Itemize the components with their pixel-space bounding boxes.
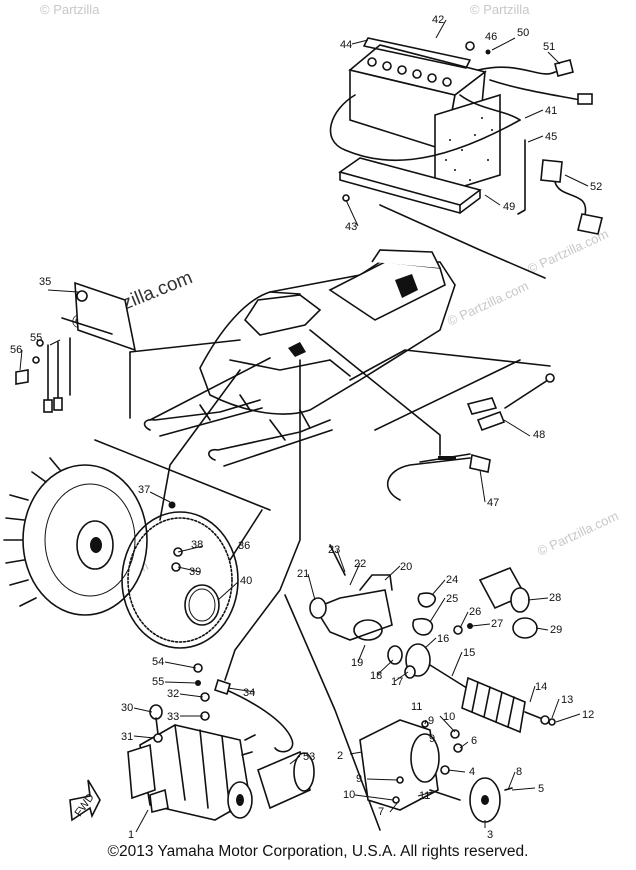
part-label-10-lower: 10 <box>343 789 355 801</box>
part-label-37: 37 <box>138 484 150 496</box>
part-label-29: 29 <box>550 624 562 636</box>
part-label-8: 8 <box>516 766 522 778</box>
part-label-50: 50 <box>517 27 529 39</box>
part-label-56: 56 <box>10 344 22 356</box>
part-label-16: 16 <box>437 633 449 645</box>
part-label-51: 51 <box>543 41 555 53</box>
part-label-9-upper: 9 <box>429 733 435 745</box>
watermark-top-left: © Partzilla <box>40 2 100 17</box>
part-label-35: 35 <box>39 276 51 288</box>
parts-diagram: © Partzilla © Partzilla © Partzilla.com … <box>3 2 621 840</box>
armature <box>461 676 526 734</box>
part-label-25: 25 <box>446 593 458 605</box>
watermark-top-right: © Partzilla <box>470 2 530 17</box>
part-label-40: 40 <box>240 575 252 587</box>
part-label-17: 17 <box>391 676 403 688</box>
battery-cable <box>329 94 521 162</box>
part-label-26: 26 <box>469 606 481 618</box>
copyright-notice: ©2013 Yamaha Motor Corporation, U.S.A. A… <box>107 843 529 860</box>
left-ski <box>143 399 261 431</box>
part-label-52: 52 <box>590 181 602 193</box>
part-label-19: 19 <box>351 657 363 669</box>
part-label-20: 20 <box>400 561 412 573</box>
part-labels: 1 2 3 4 5 6 7 8 9 10 11 12 13 14 15 16 1… <box>10 14 602 840</box>
part-label-39: 39 <box>189 566 201 578</box>
part-label-10: 10 <box>443 711 455 723</box>
part-label-47: 47 <box>487 497 499 509</box>
part-label-32: 32 <box>167 688 179 700</box>
snowmobile <box>143 249 456 467</box>
part-label-4: 4 <box>469 766 475 778</box>
part-label-3: 3 <box>487 829 493 840</box>
part-label-38: 38 <box>191 539 203 551</box>
starter-parts <box>284 544 556 831</box>
flywheel <box>3 439 271 649</box>
part-label-1: 1 <box>128 829 134 840</box>
part-label-14: 14 <box>535 681 547 693</box>
part-label-12: 12 <box>582 709 594 721</box>
part-label-42: 42 <box>432 14 444 26</box>
part-label-30: 30 <box>121 702 133 714</box>
battery-assembly <box>329 37 603 235</box>
part-label-7: 7 <box>378 806 384 818</box>
fwd-arrow <box>69 779 101 822</box>
starter-motor-assembly: FWD <box>69 663 315 822</box>
part-label-33: 33 <box>167 711 179 723</box>
part-label-21: 21 <box>297 568 309 580</box>
speedometer-cable <box>374 359 555 501</box>
part-label-6: 6 <box>471 735 477 747</box>
part-label-34: 34 <box>243 687 255 699</box>
watermark-right-middle: © Partzilla.com <box>535 508 621 559</box>
ring-gear <box>121 511 239 649</box>
part-label-55-lower: 55 <box>152 676 164 688</box>
part-label-48: 48 <box>533 429 545 441</box>
part-label-23: 23 <box>328 544 340 556</box>
part-label-2: 2 <box>337 750 343 762</box>
part-label-53: 53 <box>303 751 315 763</box>
part-label-45: 45 <box>545 131 557 143</box>
part-label-31: 31 <box>121 731 133 743</box>
part-label-24: 24 <box>446 574 458 586</box>
part-label-5: 5 <box>538 783 544 795</box>
right-ski <box>208 419 331 461</box>
part-label-11-upper: 11 <box>411 701 422 713</box>
part-label-46: 46 <box>485 31 497 43</box>
windshield <box>243 294 322 336</box>
battery-strap <box>363 37 471 69</box>
part-label-44: 44 <box>340 39 352 51</box>
part-label-27: 27 <box>491 618 503 630</box>
part-label-15: 15 <box>463 647 475 659</box>
part-label-43: 43 <box>345 221 357 233</box>
snowmobile-seat <box>328 261 446 321</box>
part-label-41: 41 <box>545 105 557 117</box>
part-label-22: 22 <box>354 558 366 570</box>
part-label-13: 13 <box>561 694 573 706</box>
relay-bracket <box>15 281 137 413</box>
part-label-11: 11 <box>419 790 430 802</box>
part-label-9: 9 <box>428 715 434 727</box>
part-label-55-upper: 55 <box>30 332 42 344</box>
part-label-36: 36 <box>238 540 250 552</box>
part-label-54: 54 <box>152 656 164 668</box>
part-label-49: 49 <box>503 201 515 213</box>
part-label-28: 28 <box>549 592 561 604</box>
part-label-9-lower: 9 <box>356 773 362 785</box>
watermark-right-snowmobile: © Partzilla.com <box>445 278 531 329</box>
